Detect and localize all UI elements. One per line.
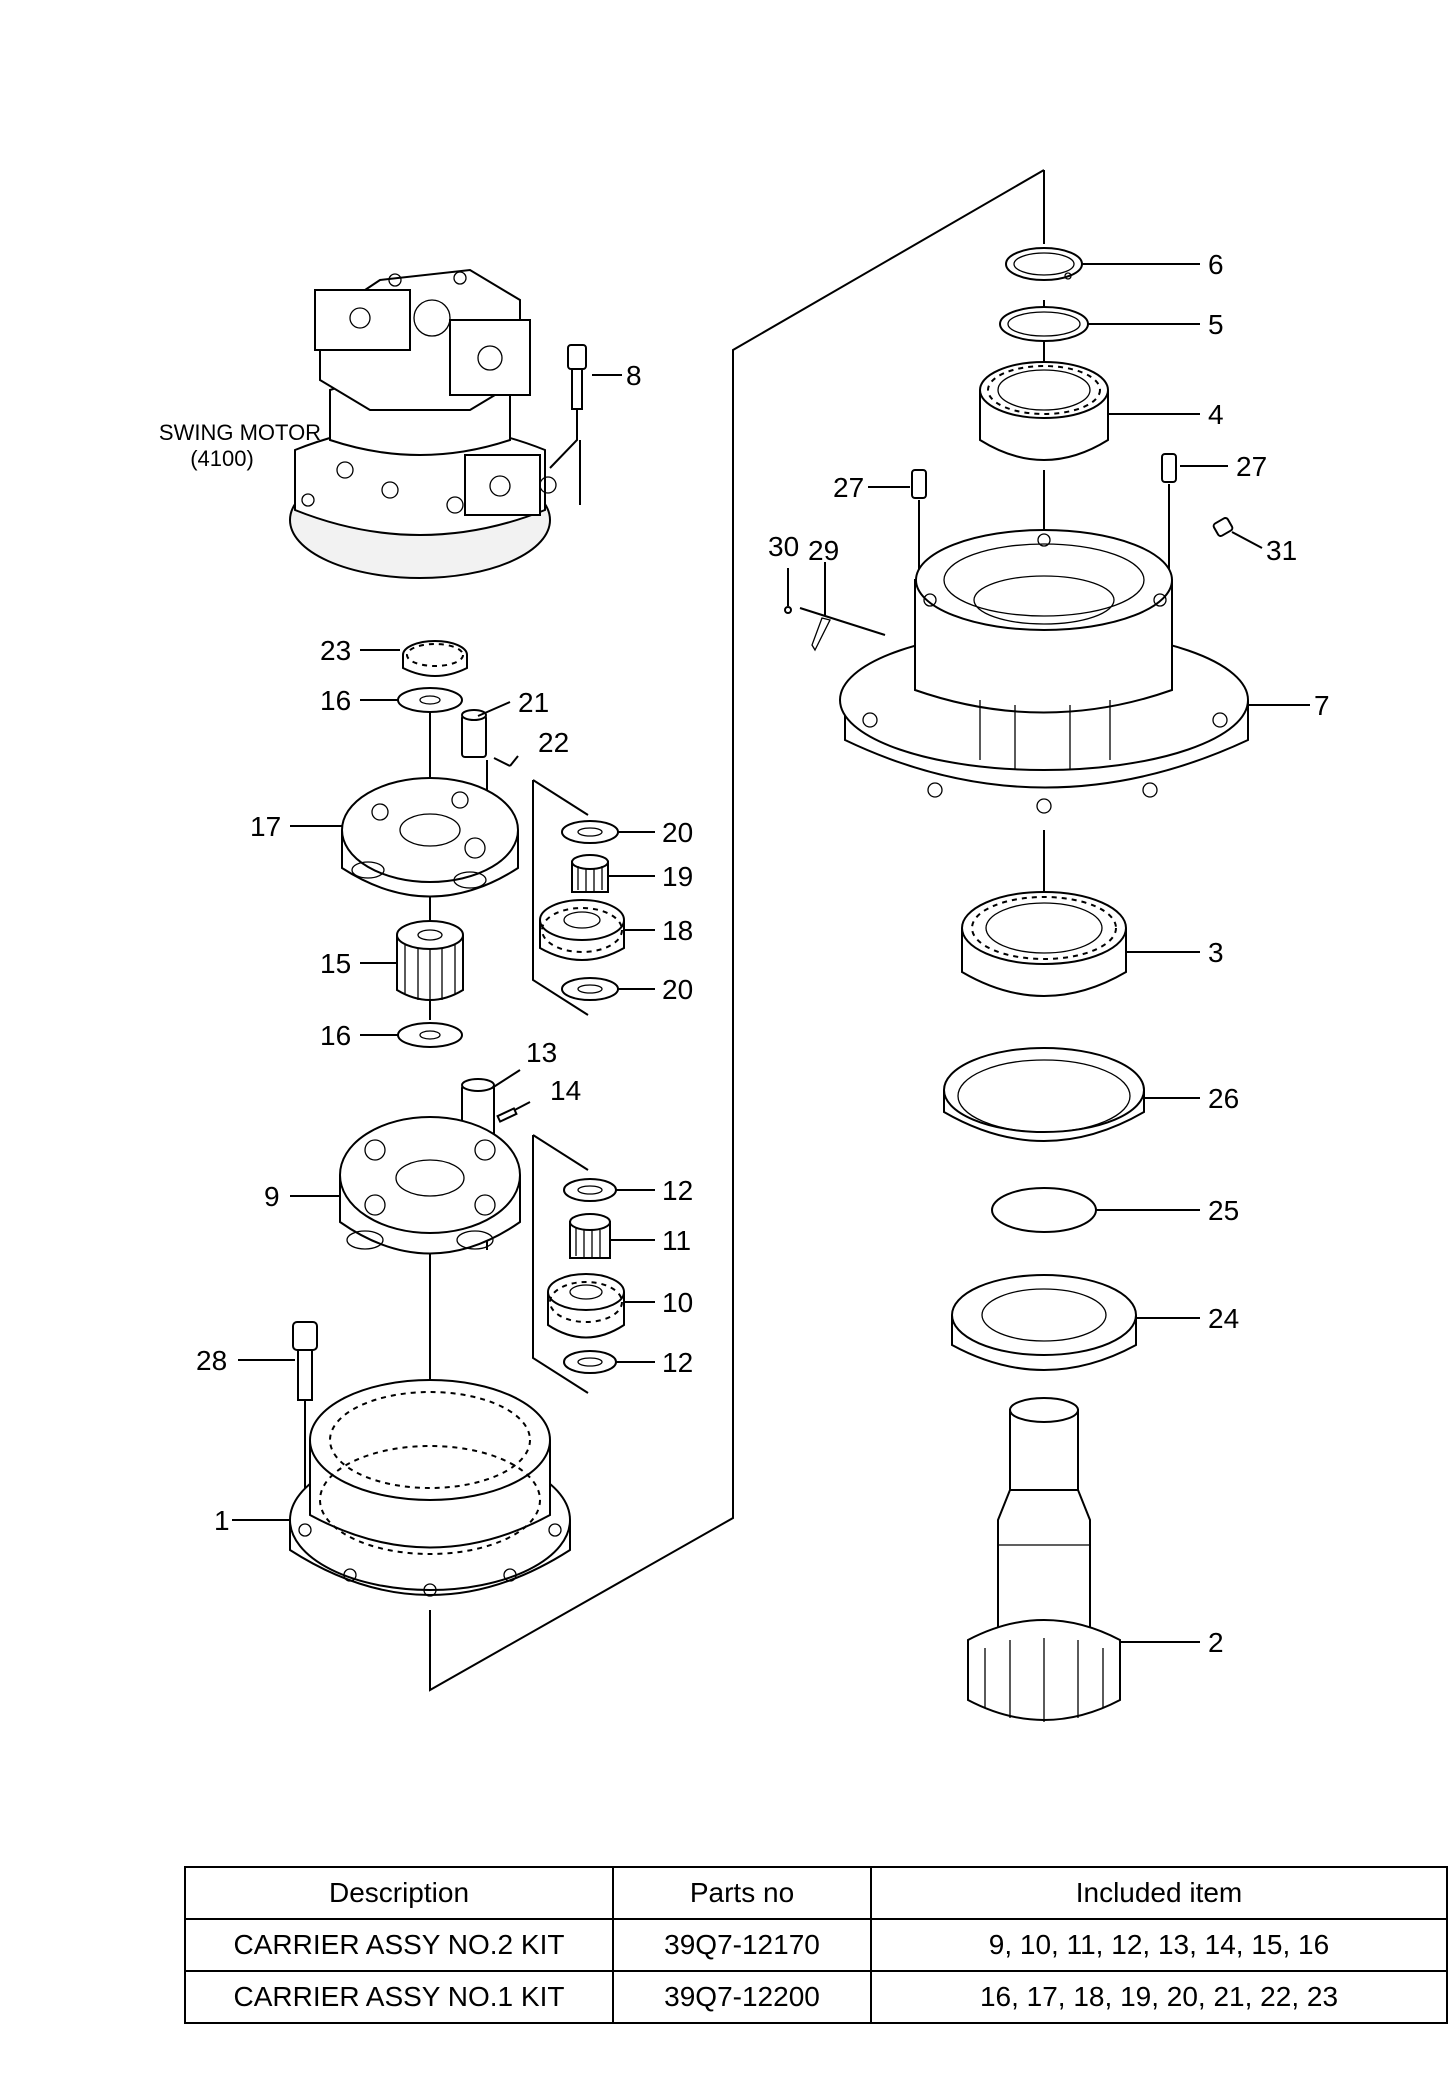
callout-20-upper: 20 (662, 817, 693, 848)
callout-2: 2 (1208, 1627, 1224, 1658)
cell-parts-no: 39Q7-12170 (612, 1918, 872, 1972)
part-20-thrust-washer-b (561, 977, 655, 1001)
callout-30: 30 (768, 531, 799, 562)
cell-parts-no: 39Q7-12200 (612, 1970, 872, 2024)
part-17-carrier-1 (290, 777, 519, 898)
callout-23: 23 (320, 635, 351, 666)
callout-22: 22 (538, 727, 569, 758)
part-18-planet-gear (539, 899, 655, 961)
part-8-bolt (549, 344, 622, 469)
part-6-snap-ring (1005, 247, 1200, 281)
part-9-carrier-2 (290, 1116, 521, 1255)
callout-20-lower: 20 (662, 974, 693, 1005)
motor-label-line2: (4100) (190, 446, 254, 471)
callout-8: 8 (626, 360, 642, 391)
callout-26: 26 (1208, 1083, 1239, 1114)
part-15-planet-gear (360, 920, 464, 1002)
callout-1: 1 (214, 1505, 230, 1536)
part-2-pinion-shaft (967, 1397, 1200, 1722)
callout-14: 14 (550, 1075, 581, 1106)
cell-included-item: 9, 10, 11, 12, 13, 14, 15, 16 (870, 1918, 1448, 1972)
part-16-thrust-washer-upper (360, 687, 463, 713)
part-10-planet-gear (547, 1273, 655, 1339)
callout-25: 25 (1208, 1195, 1239, 1226)
part-7-housing (839, 529, 1310, 814)
callout-10: 10 (662, 1287, 693, 1318)
part-24-cover (951, 1274, 1200, 1371)
cell-description: CARRIER ASSY NO.1 KIT (184, 1970, 614, 2024)
table-row: CARRIER ASSY NO.2 KIT 39Q7-12170 9, 10, … (184, 1918, 1448, 1972)
part-20-thrust-washer-a (561, 820, 655, 844)
callout-11: 11 (662, 1225, 691, 1256)
part-12-thrust-washer-b (563, 1350, 655, 1374)
callout-28: 28 (196, 1345, 227, 1376)
header-included-item: Included item (870, 1866, 1448, 1920)
callout-12-upper: 12 (662, 1175, 693, 1206)
callout-24: 24 (1208, 1303, 1239, 1334)
table-header-row: Description Parts no Included item (184, 1866, 1448, 1920)
callout-27-left: 27 (833, 472, 864, 503)
part-25-o-ring (991, 1187, 1200, 1233)
part-11-needle-bearing (569, 1213, 655, 1259)
header-parts-no: Parts no (612, 1866, 872, 1920)
callout-labels: 6 5 4 27 27 31 30 29 7 3 26 25 24 2 8 23… (196, 249, 1330, 1658)
table-row: CARRIER ASSY NO.1 KIT 39Q7-12200 16, 17,… (184, 1970, 1448, 2024)
callout-3: 3 (1208, 937, 1224, 968)
cell-description: CARRIER ASSY NO.2 KIT (184, 1918, 614, 1972)
callout-7: 7 (1314, 690, 1330, 721)
callout-17: 17 (250, 811, 281, 842)
part-16-thrust-washer-lower (360, 1022, 463, 1048)
part-28-bolt (238, 1321, 318, 1401)
part-1-ring-gear (232, 1379, 571, 1597)
part-12-thrust-washer-a (563, 1178, 655, 1202)
callout-5: 5 (1208, 309, 1224, 340)
part-5-ring (999, 306, 1200, 342)
kit-parts-table: Description Parts no Included item CARRI… (184, 1866, 1448, 2024)
part-3-bearing (961, 891, 1200, 997)
callout-6: 6 (1208, 249, 1224, 280)
part-19-needle-bearing (571, 854, 655, 893)
callout-18: 18 (662, 915, 693, 946)
callout-13: 13 (526, 1037, 557, 1068)
callout-27-right: 27 (1236, 451, 1267, 482)
callout-9: 9 (264, 1181, 280, 1212)
callout-12-lower: 12 (662, 1347, 693, 1378)
part-30-29-small-parts (784, 562, 886, 652)
motor-label-line1: SWING MOTOR (159, 420, 321, 445)
exploded-parts-diagram: SWING MOTOR (4100) (159, 169, 1330, 1722)
cell-included-item: 16, 17, 18, 19, 20, 21, 22, 23 (870, 1970, 1448, 2024)
swing-motor-drawing: SWING MOTOR (4100) (159, 268, 557, 579)
part-21-22-pin (461, 701, 519, 767)
header-description: Description (184, 1866, 614, 1920)
part-23-sun-gear (360, 640, 468, 677)
callout-21: 21 (518, 687, 549, 718)
callout-15: 15 (320, 948, 351, 979)
part-31-plug (1212, 517, 1263, 549)
part-26-seal (943, 1047, 1200, 1142)
part-4-bearing (979, 361, 1200, 461)
callout-16-upper: 16 (320, 685, 351, 716)
callout-16-lower: 16 (320, 1020, 351, 1051)
callout-4: 4 (1208, 399, 1224, 430)
callout-31: 31 (1266, 535, 1297, 566)
callout-29: 29 (808, 535, 839, 566)
callout-19: 19 (662, 861, 693, 892)
